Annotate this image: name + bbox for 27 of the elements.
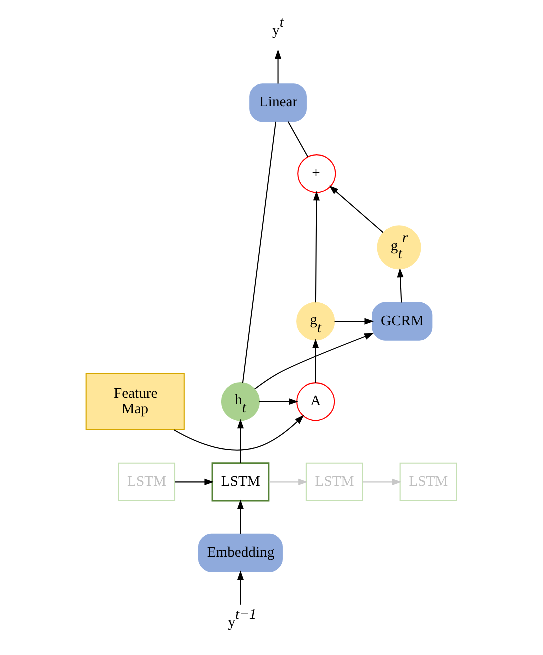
connector [242, 121, 277, 383]
node-box: LSTM [118, 462, 176, 501]
node-box: Linear [250, 83, 307, 122]
node-box: LSTM [212, 462, 270, 502]
node-box: Embedding [198, 533, 283, 572]
arrow [362, 478, 402, 485]
arrow [237, 570, 244, 604]
arrow [334, 318, 374, 324]
arrow [274, 49, 282, 84]
node-box: GCRM [372, 302, 433, 340]
node-circle: + [298, 154, 336, 193]
arrow [237, 418, 244, 463]
node-box: LSTM [400, 462, 458, 501]
connector [288, 121, 309, 157]
arrow [254, 332, 374, 390]
arrow [237, 499, 244, 534]
arrow [260, 398, 298, 405]
arrow [174, 414, 304, 450]
arrow [313, 190, 320, 302]
arrow [268, 478, 308, 485]
arrow [312, 338, 320, 383]
node-box: LSTM [306, 462, 364, 501]
node-box: Feature Map [86, 372, 185, 430]
arrow [175, 478, 214, 485]
arrow [397, 268, 404, 302]
node-circle: A [296, 382, 336, 421]
arrow [329, 185, 384, 233]
